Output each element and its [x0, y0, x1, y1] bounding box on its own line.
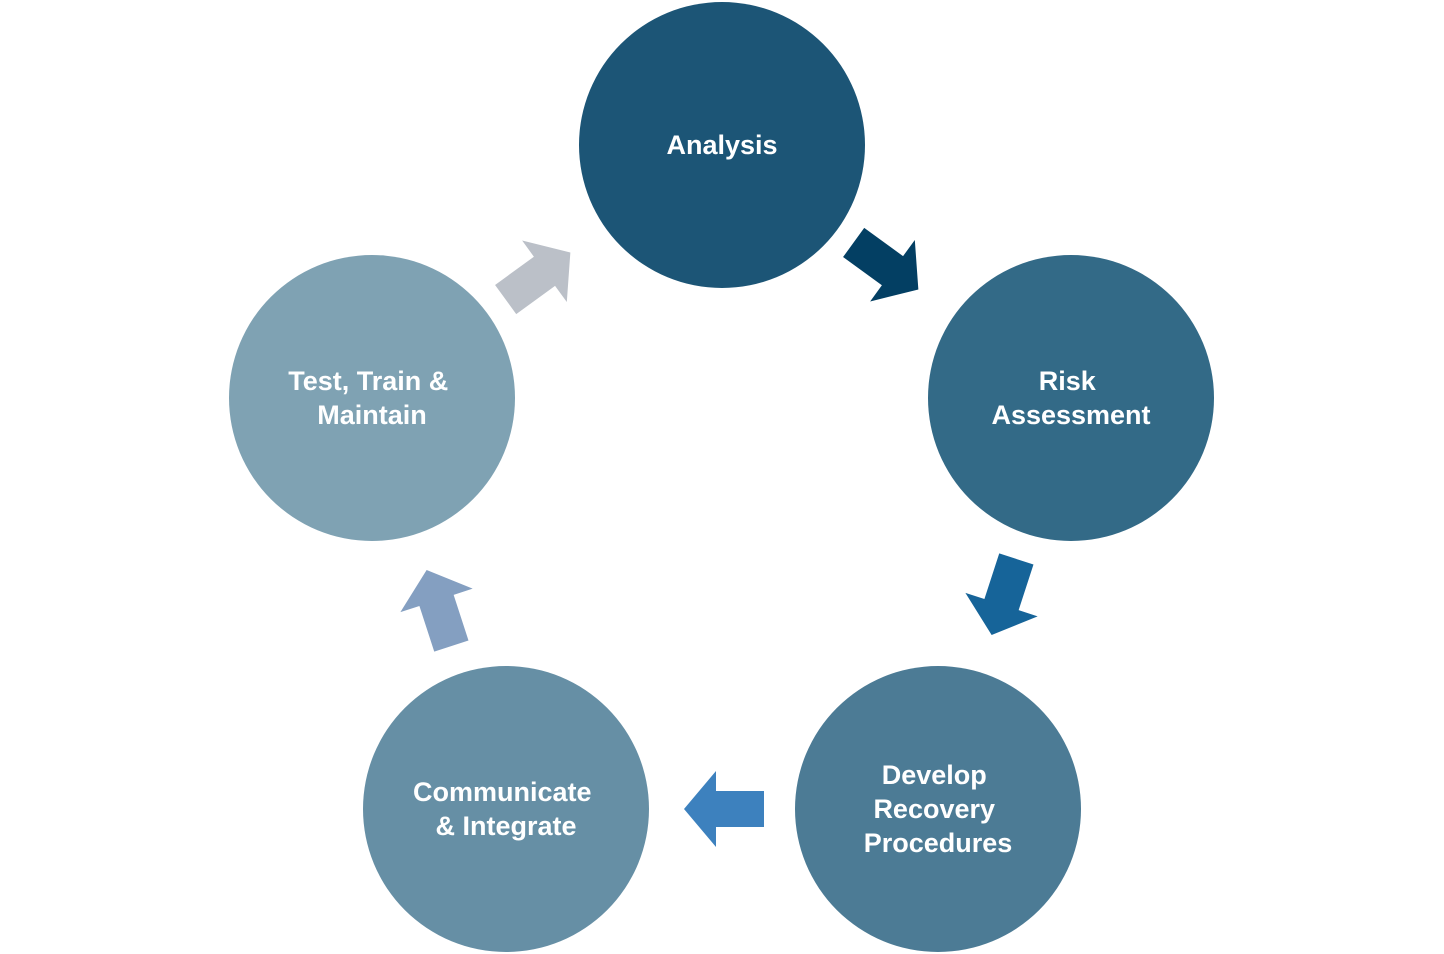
node-analysis: Analysis — [579, 2, 865, 288]
node-analysis-circle — [579, 2, 865, 288]
node-test-train-maintain: Test, Train & Maintain — [229, 255, 515, 541]
node-analysis-label: Analysis — [666, 130, 777, 160]
node-develop-recovery-procedures-line-1: Develop — [882, 760, 987, 790]
arrow-develop-recovery-procedures-to-communicate-integrate — [684, 771, 764, 847]
node-develop-recovery-procedures: Develop Recovery Procedures — [795, 666, 1081, 952]
arrow-risk-assessment-to-develop-recovery-procedures — [965, 553, 1038, 636]
arrow-communicate-integrate-to-test-train-maintain — [400, 569, 473, 652]
node-risk-assessment: Risk Assessment — [928, 255, 1214, 541]
arrow-test-train-maintain-to-analysis — [495, 240, 571, 315]
arrow-analysis-to-risk-assessment — [843, 227, 919, 302]
node-communicate-integrate: Communicate & Integrate — [363, 666, 649, 952]
node-test-train-maintain-line-1: Test, Train & — [288, 366, 448, 396]
node-risk-assessment-circle — [928, 255, 1214, 541]
node-risk-assessment-line-2: Assessment — [991, 400, 1150, 430]
node-test-train-maintain-circle — [229, 255, 515, 541]
node-communicate-integrate-line-1: Communicate — [413, 777, 592, 807]
node-develop-recovery-procedures-circle — [795, 666, 1081, 952]
node-communicate-integrate-label: Communicate & Integrate — [413, 777, 599, 841]
node-communicate-integrate-circle — [363, 666, 649, 952]
node-risk-assessment-label: Risk Assessment — [991, 366, 1150, 430]
node-develop-recovery-procedures-line-3: Procedures — [864, 828, 1013, 858]
node-develop-recovery-procedures-label: Develop Recovery Procedures — [864, 760, 1013, 858]
node-test-train-maintain-line-2: Maintain — [317, 400, 427, 430]
node-develop-recovery-procedures-line-2: Recovery — [873, 794, 995, 824]
node-test-train-maintain-label: Test, Train & Maintain — [288, 366, 456, 430]
node-analysis-line-1: Analysis — [666, 130, 777, 160]
node-risk-assessment-line-1: Risk — [1039, 366, 1097, 396]
node-communicate-integrate-line-2: & Integrate — [435, 811, 576, 841]
